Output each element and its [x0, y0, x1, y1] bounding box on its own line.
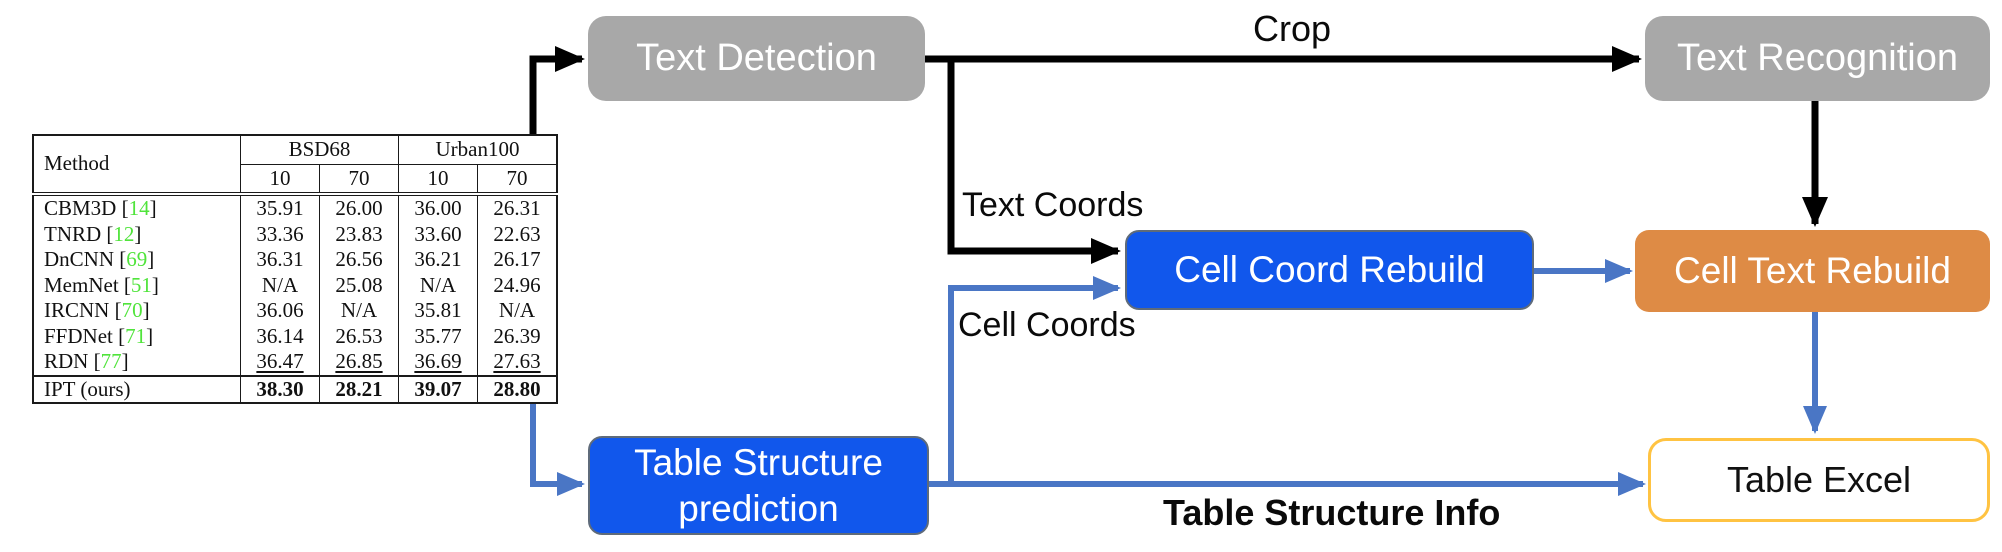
- value-cell: 36.21: [398, 247, 478, 273]
- table-row: IPT (ours) 38.30 28.21 39.07 28.80: [32, 374, 558, 404]
- value-cell: 36.47: [240, 349, 320, 376]
- input-table-image: Method BSD68 Urban100 10 70 10 70 CBM3D …: [32, 134, 558, 405]
- method-text: MemNet [: [44, 272, 131, 297]
- method-text: ]: [142, 298, 150, 323]
- col-subheader: 10: [398, 164, 478, 197]
- value-cell: 26.39: [477, 323, 558, 350]
- value-cell: 36.06: [240, 298, 320, 324]
- value-cell: 35.91: [240, 194, 320, 222]
- col-header-method: Method: [32, 135, 241, 197]
- edge-label-cell-coords: Cell Coords: [958, 306, 1136, 344]
- method-cell: MemNet [51]: [32, 272, 241, 299]
- method-cell: CBM3D [14]: [32, 194, 241, 222]
- method-text: ]: [146, 323, 154, 348]
- value-cell: 25.08: [319, 272, 399, 299]
- method-text: DnCNN [: [44, 247, 127, 272]
- method-text: RDN [: [44, 349, 101, 374]
- value-cell: 33.60: [398, 221, 478, 248]
- value-cell: 22.63: [477, 221, 558, 248]
- value-cell: 23.83: [319, 221, 399, 248]
- value-cell: N/A: [477, 298, 558, 324]
- table-subheader-row: 10 70 10 70: [33, 164, 558, 197]
- method-cell: TNRD [12]: [32, 221, 241, 248]
- table-row: FFDNet [71] 36.14 26.53 35.77 26.39: [32, 323, 558, 350]
- method-text: IPT (ours): [44, 376, 131, 401]
- value-cell: 36.14: [240, 323, 320, 350]
- value-cell: N/A: [240, 272, 320, 299]
- citation-number: 70: [121, 298, 143, 323]
- citation-number: 51: [130, 272, 152, 297]
- value-cell: 26.56: [319, 247, 399, 273]
- value-cell: 36.31: [240, 247, 320, 273]
- method-cell: FFDNet [71]: [32, 323, 241, 350]
- method-cell: DnCNN [69]: [32, 247, 241, 273]
- value-cell: 35.77: [398, 323, 478, 350]
- citation-number: 14: [128, 196, 150, 221]
- value-cell: 26.53: [319, 323, 399, 350]
- citation-number: 12: [113, 221, 135, 246]
- citation-number: 77: [100, 349, 122, 374]
- method-cell: IPT (ours): [32, 374, 241, 404]
- node-cell-text-rebuild: Cell Text Rebuild: [1635, 230, 1990, 312]
- table-row: CBM3D [14] 35.91 26.00 36.00 26.31: [32, 194, 558, 222]
- col-subheader: 10: [240, 164, 320, 197]
- node-table-structure-prediction: Table Structure prediction: [588, 436, 929, 535]
- method-text: ]: [151, 272, 159, 297]
- method-cell: IRCNN [70]: [32, 298, 241, 324]
- value-cell: 36.00: [398, 194, 478, 222]
- method-text: IRCNN [: [44, 298, 122, 323]
- table-row: DnCNN [69] 36.31 26.56 36.21 26.17: [32, 247, 558, 273]
- value-cell: 26.00: [319, 194, 399, 222]
- table-row: RDN [77] 36.47 26.85 36.69 27.63: [32, 349, 558, 376]
- value-cell: 38.30: [240, 374, 320, 404]
- node-text-detection: Text Detection: [588, 16, 925, 101]
- method-text: ]: [149, 196, 157, 221]
- col-header-urban100: Urban100: [398, 135, 558, 165]
- value-cell: 36.69: [398, 349, 478, 376]
- table-row: MemNet [51] N/A 25.08 N/A 24.96: [32, 272, 558, 299]
- table-row: TNRD [12] 33.36 23.83 33.60 22.63: [32, 221, 558, 248]
- value-cell: 26.31: [477, 194, 558, 222]
- table-row: IRCNN [70] 36.06 N/A 35.81 N/A: [32, 298, 558, 324]
- node-text-recognition: Text Recognition: [1645, 16, 1990, 101]
- value-cell: 39.07: [398, 374, 478, 404]
- edge-label-crop: Crop: [1253, 8, 1332, 49]
- node-cell-coord-rebuild: Cell Coord Rebuild: [1125, 230, 1534, 310]
- citation-number: 69: [126, 247, 148, 272]
- value-cell: N/A: [398, 272, 478, 299]
- edge-label-table-structure-info: Table Structure Info: [1163, 492, 1501, 533]
- col-header-bsd68: BSD68: [240, 135, 399, 165]
- col-subheader: 70: [477, 164, 558, 197]
- citation-number: 71: [125, 323, 147, 348]
- value-cell: 27.63: [477, 349, 558, 376]
- method-text: ]: [147, 247, 155, 272]
- value-cell: 28.80: [477, 374, 558, 404]
- value-cell: 33.36: [240, 221, 320, 248]
- table-header-row: Method BSD68 Urban100: [32, 135, 558, 197]
- method-text: TNRD [: [44, 221, 114, 246]
- method-text: CBM3D [: [44, 196, 129, 221]
- value-cell: 28.21: [319, 374, 399, 404]
- method-cell: RDN [77]: [32, 349, 241, 376]
- node-table-excel: Table Excel: [1648, 438, 1990, 522]
- value-cell: 24.96: [477, 272, 558, 299]
- value-cell: 26.17: [477, 247, 558, 273]
- edge-label-text-coords: Text Coords: [962, 186, 1144, 224]
- method-text: ]: [134, 221, 142, 246]
- value-cell: 26.85: [319, 349, 399, 376]
- paper-table: Method BSD68 Urban100 10 70 10 70 CBM3D …: [32, 134, 558, 405]
- value-cell: N/A: [319, 298, 399, 324]
- method-text: ]: [121, 349, 129, 374]
- col-subheader: 70: [319, 164, 399, 197]
- method-text: FFDNet [: [44, 323, 126, 348]
- value-cell: 35.81: [398, 298, 478, 324]
